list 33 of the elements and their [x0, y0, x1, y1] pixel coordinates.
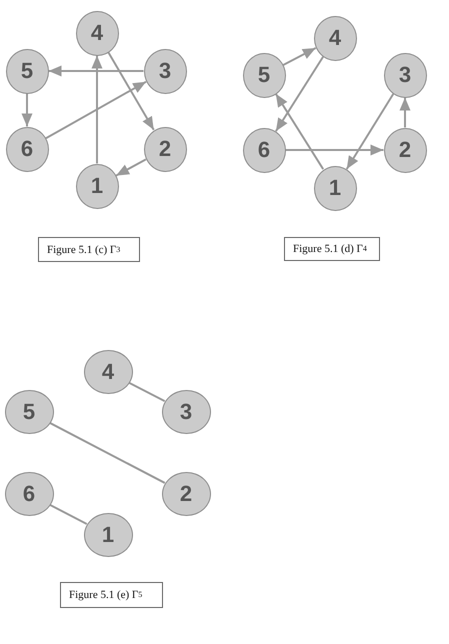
vertex-circle: 2 — [384, 128, 426, 172]
arrow — [107, 52, 155, 130]
arrow — [275, 56, 324, 132]
arrow — [346, 93, 394, 170]
connector-line — [50, 504, 88, 525]
vertex-circle: 2 — [162, 472, 210, 516]
vertex-circle: 4 — [76, 10, 118, 56]
arrow — [92, 56, 102, 164]
vertex-circle: 3 — [162, 390, 210, 434]
vertex-circle: 2 — [144, 126, 186, 172]
vertex-circle: 5 — [4, 390, 54, 434]
vertex-circle: 5 — [6, 48, 48, 94]
vertex-circle: 4 — [84, 350, 132, 394]
vertex-circle: 4 — [314, 16, 356, 60]
vertex-circle: 1 — [314, 166, 356, 210]
vertex-circle: 5 — [242, 52, 286, 98]
vertex-circle: 6 — [6, 126, 48, 172]
vertex-circle: 3 — [144, 48, 186, 94]
connector-line — [50, 422, 166, 484]
arrow — [282, 47, 316, 66]
vertex-circle: 6 — [4, 472, 54, 516]
vertex-circle: 3 — [384, 52, 426, 98]
vertex-circle: 6 — [242, 128, 286, 172]
vertex-circle: 1 — [84, 513, 132, 557]
connector-line — [128, 382, 166, 402]
vertex-circle: 1 — [76, 164, 118, 208]
arrow — [48, 66, 144, 76]
arrow — [400, 98, 410, 128]
arrow — [274, 93, 324, 170]
arrow — [286, 144, 384, 156]
arrow — [116, 158, 146, 176]
arrow — [22, 94, 32, 126]
arrow — [45, 80, 147, 140]
